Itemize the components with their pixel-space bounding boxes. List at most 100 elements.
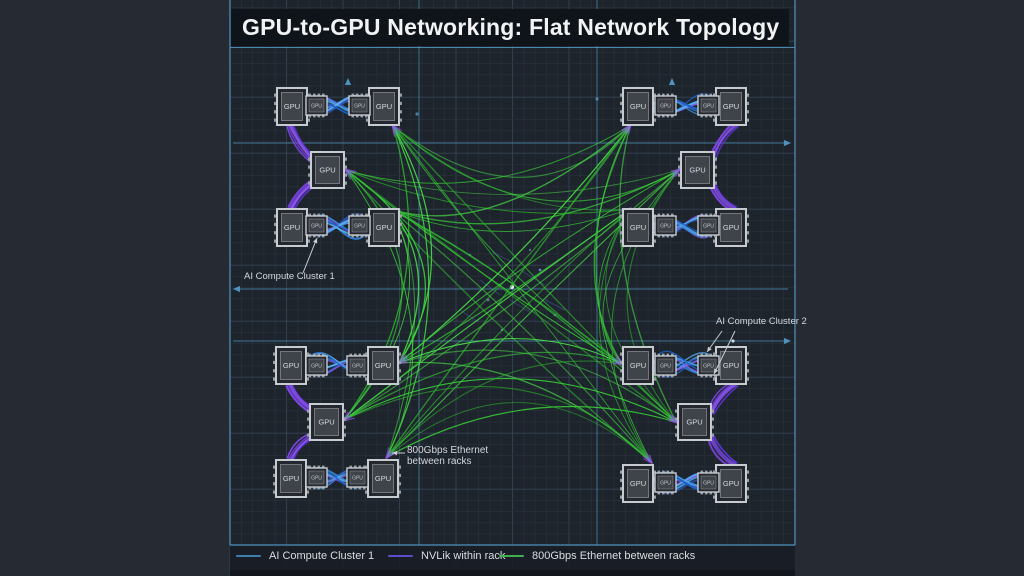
annotation-cluster-2: AI Compute Cluster 2 [716,316,807,327]
gpu-node: GPU [307,403,346,441]
gpu-node: GPU [620,87,656,126]
gpu-node-label: GPU [630,102,646,111]
gpu-chip-label: GPU [703,224,714,230]
title-band: GPU-to-GPU Networking: Flat Network Topo… [231,9,789,46]
gpu-chip-label: GPU [703,104,714,110]
gpu-node-label: GPU [723,223,739,232]
gpu-chip-label: GPU [660,481,671,487]
annotation-cluster-1: AI Compute Cluster 1 [244,271,335,282]
gpu-node: GPU [620,208,656,247]
gpu-node-label: GPU [689,166,705,175]
gpu-chip: GPU [654,470,677,495]
legend-item-nvlink: NVLik within rack [388,549,505,563]
bottom-strip [230,570,795,576]
gpu-chip-label: GPU [352,364,363,370]
gpu-chip: GPU [697,470,720,495]
gpu-node: GPU [365,346,401,385]
gpu-chip-label: GPU [703,481,714,487]
arrow-marker [313,238,318,244]
gpu-chip-label: GPU [311,224,322,230]
arrow-marker [668,78,676,85]
gpu-node-label: GPU [319,166,335,175]
gpu-node: GPU [273,346,309,385]
arrow-marker [392,450,397,456]
gpu-node-label: GPU [283,474,299,483]
gpu-node: GPU [678,151,717,189]
gpu-chip: GPU [348,93,371,118]
gpu-nodes: GPU GPU GPU GPU GPU GPU GPU GPU GPU GPU GPU GPU GPU G… [273,87,749,503]
gpu-node-label: GPU [283,361,299,370]
gpu-node-label: GPU [284,102,300,111]
gpu-node: GPU [274,208,310,247]
gpu-node-label: GPU [375,361,391,370]
gpu-node-label: GPU [376,223,392,232]
gpu-node-label: GPU [630,361,646,370]
page-title: GPU-to-GPU Networking: Flat Network Topo… [242,14,780,40]
gpu-chip: GPU [654,93,677,118]
gpu-chip: GPU [348,213,371,238]
gpu-chip-label: GPU [311,476,322,482]
gpu-chip-label: GPU [311,364,322,370]
gpu-chip: GPU [305,353,328,378]
gpu-chip-label: GPU [354,104,365,110]
legend-label: AI Compute Cluster 1 [269,550,375,562]
arrow-marker [707,346,712,352]
gpu-node-label: GPU [630,479,646,488]
gpu-chip-label: GPU [703,364,714,370]
legend-label: NVLik within rack [421,550,506,562]
gpu-node: GPU [620,464,656,503]
gpu-node-label: GPU [723,361,739,370]
gpu-node: GPU [274,87,310,126]
annotation-leaders [302,237,736,456]
arrow-marker [714,368,719,374]
gpu-node: GPU [308,151,347,189]
arrow-marker [344,78,352,85]
gpu-node: GPU [713,464,749,503]
annotation-ethernet: 800Gbps Ethernet between racks [407,445,488,467]
gpu-node: GPU [365,459,401,498]
gpu-chip: GPU [697,93,720,118]
gpu-node: GPU [675,403,714,441]
gpu-node: GPU [620,346,656,385]
gpu-chip-label: GPU [660,104,671,110]
gpu-node-label: GPU [375,474,391,483]
legend-label: 800Gbps Ethernet between racks [532,550,696,562]
gpu-node: GPU [273,459,309,498]
arrow-marker [784,337,791,345]
gpu-chip: GPU [305,93,328,118]
gpu-node: GPU [366,87,402,126]
gpu-node-label: GPU [376,102,392,111]
arrow-marker [784,139,791,147]
annotation-ethernet-line2: between racks [407,456,472,467]
legend-swatch-green-line [499,555,524,557]
legend-item-cluster1: AI Compute Cluster 1 [236,549,374,563]
gpu-chip: GPU [654,353,677,378]
legend-swatch-purple-line [388,555,413,557]
gpu-chip: GPU [697,353,720,378]
gpu-chip-label: GPU [660,364,671,370]
gpu-node-label: GPU [686,418,702,427]
legend-item-ethernet: 800Gbps Ethernet between racks [499,549,695,563]
gpu-node-label: GPU [318,418,334,427]
gpu-chip-label: GPU [352,476,363,482]
gpu-node-label: GPU [723,479,739,488]
gpu-node-label: GPU [284,223,300,232]
gpu-chip: GPU [697,213,720,238]
gpu-chip: GPU [654,213,677,238]
accent-lines [229,0,796,546]
gpu-chip-label: GPU [354,224,365,230]
gpu-chip: GPU [346,465,369,490]
legend-swatch-blue-line [236,555,261,557]
gpu-node-label: GPU [723,102,739,111]
gpu-node: GPU [713,208,749,247]
gpu-chip: GPU [346,353,369,378]
arrow-marker [233,285,240,293]
gpu-chip-label: GPU [660,224,671,230]
gpu-node-label: GPU [630,223,646,232]
gpu-chip: GPU [305,465,328,490]
gpu-chip-label: GPU [311,104,322,110]
gpu-chip: GPU [305,213,328,238]
annotation-ethernet-line1: 800Gbps Ethernet [407,445,489,456]
